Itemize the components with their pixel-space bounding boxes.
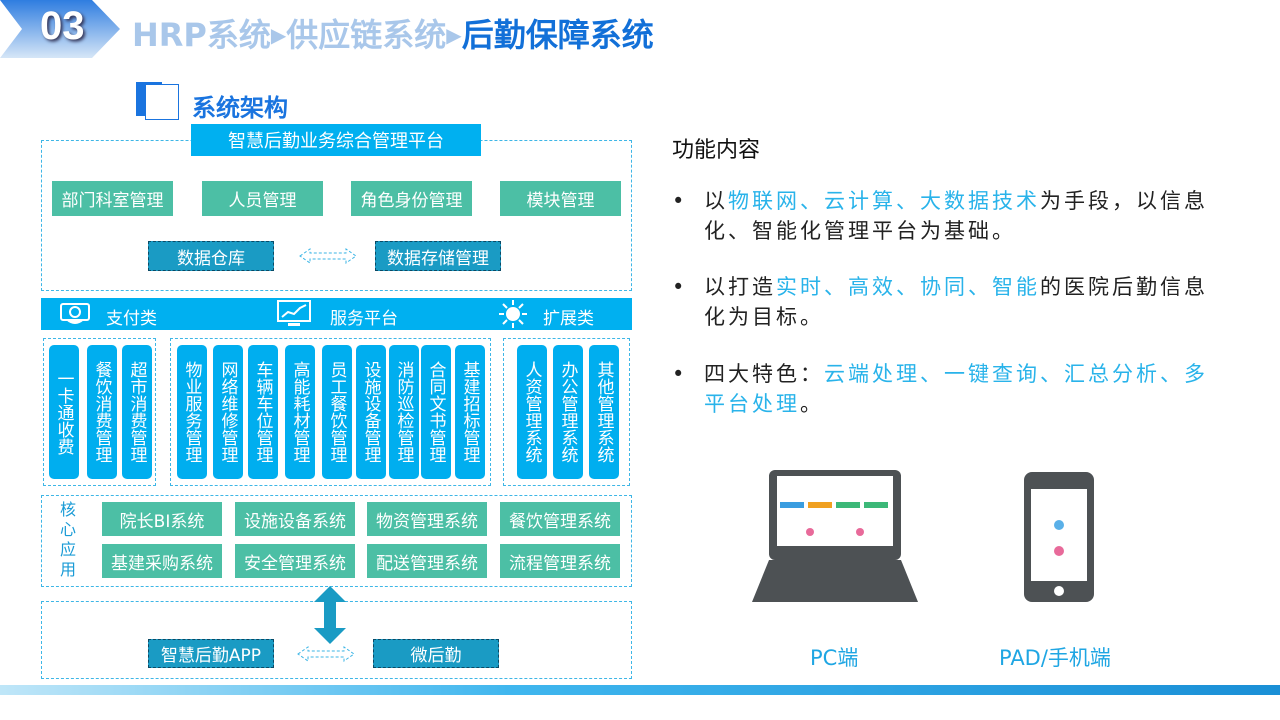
data-storage-box: 数据存储管理 (375, 241, 501, 271)
vertical-double-arrow-icon (314, 586, 346, 644)
laptop-icon (752, 470, 918, 602)
extension-item: 办公管理系统 (553, 345, 583, 479)
pad-label: PAD/手机端 (999, 646, 1111, 670)
chart-monitor-icon (277, 300, 311, 326)
bullet-dot: • (672, 275, 688, 299)
module-box: 部门科室管理 (52, 181, 173, 216)
service-item: 基建招标管理 (455, 345, 485, 479)
money-icon (60, 303, 90, 324)
feature-bullet: • 以打造实时、高效、协同、智能的医院后勤信息化为目标。 (672, 272, 1212, 332)
text: 四大特色： (704, 362, 824, 386)
module-box: 模块管理 (500, 181, 621, 216)
highlight-text: 物联网、云计算、大数据技术 (728, 189, 1040, 213)
core-app: 基建采购系统 (102, 544, 222, 578)
double-arrow-icon (299, 248, 357, 264)
pay-label: 支付类 (106, 309, 157, 329)
text: 。 (800, 392, 824, 416)
pc-label: PC端 (810, 646, 859, 670)
feature-bullet: • 以物联网、云计算、大数据技术为手段，以信息化、智能化管理平台为基础。 (672, 186, 1212, 246)
core-app: 设施设备系统 (235, 502, 355, 536)
pay-item: 一卡通收费 (49, 345, 79, 479)
crumb-supply: 供应链系统 (286, 16, 447, 54)
pay-item: 超市消费管理 (122, 345, 152, 479)
service-platform-label: 服务平台 (330, 309, 398, 329)
service-item: 物业服务管理 (177, 345, 207, 479)
app-box: 智慧后勤APP (148, 639, 274, 668)
crumb-separator: ▶ (446, 23, 462, 47)
module-box: 角色身份管理 (351, 181, 472, 216)
core-app: 物资管理系统 (367, 502, 487, 536)
feature-bullet: • 四大特色：云端处理、一键查询、汇总分析、多平台处理。 (672, 359, 1212, 419)
extension-item: 其他管理系统 (589, 345, 619, 479)
platform-title: 智慧后勤业务综合管理平台 (191, 124, 481, 156)
core-app: 流程管理系统 (500, 544, 620, 578)
extension-item: 人资管理系统 (517, 345, 547, 479)
phone-icon (1024, 472, 1094, 602)
core-label: 核心应用 (60, 500, 77, 579)
footer-bar (0, 685, 1280, 695)
core-app: 院长BI系统 (102, 502, 222, 536)
service-item: 设施设备管理 (356, 345, 386, 479)
bullet-dot: • (672, 362, 688, 386)
breadcrumb: HRP系统▶供应链系统▶后勤保障系统 (132, 10, 654, 56)
crumb-hrp: HRP系统 (132, 16, 271, 54)
data-warehouse-box: 数据仓库 (148, 241, 274, 271)
features-title: 功能内容 (672, 138, 761, 163)
double-arrow-icon (297, 646, 355, 662)
pay-item: 餐饮消费管理 (87, 345, 117, 479)
pay-group (43, 338, 156, 486)
service-bar (41, 298, 632, 330)
service-item: 车辆车位管理 (248, 345, 278, 479)
globe-expand-icon (499, 300, 527, 328)
module-box: 人员管理 (202, 181, 323, 216)
core-app: 安全管理系统 (235, 544, 355, 578)
core-apps-box (41, 495, 632, 587)
core-app: 配送管理系统 (367, 544, 487, 578)
title-decoration (145, 84, 179, 120)
section-title: 系统架构 (192, 94, 288, 122)
extension-group (503, 338, 630, 486)
extension-label: 扩展类 (543, 309, 594, 329)
service-item: 员工餐饮管理 (322, 345, 352, 479)
section-number: 03 (40, 4, 85, 48)
service-group (170, 338, 491, 486)
service-item: 消防巡检管理 (389, 345, 419, 479)
text: 以打造 (704, 275, 776, 299)
service-item: 高能耗材管理 (285, 345, 315, 479)
service-item: 合同文书管理 (421, 345, 451, 479)
core-app: 餐饮管理系统 (500, 502, 620, 536)
bullet-dot: • (672, 189, 688, 213)
crumb-separator: ▶ (270, 23, 287, 47)
text: 的医院后勤信息化为目标。 (704, 275, 1208, 329)
text: 以 (704, 189, 728, 213)
text: 为手段，以信息化、智能化管理平台为基础。 (704, 189, 1208, 243)
wechat-box: 微后勤 (373, 639, 499, 668)
highlight-text: 云端处理、一键查询、汇总分析、多平台处理 (704, 362, 1208, 416)
service-item: 网络维修管理 (213, 345, 243, 479)
highlight-text: 实时、高效、协同、智能 (776, 275, 1040, 299)
page-title: 后勤保障系统 (461, 16, 654, 54)
